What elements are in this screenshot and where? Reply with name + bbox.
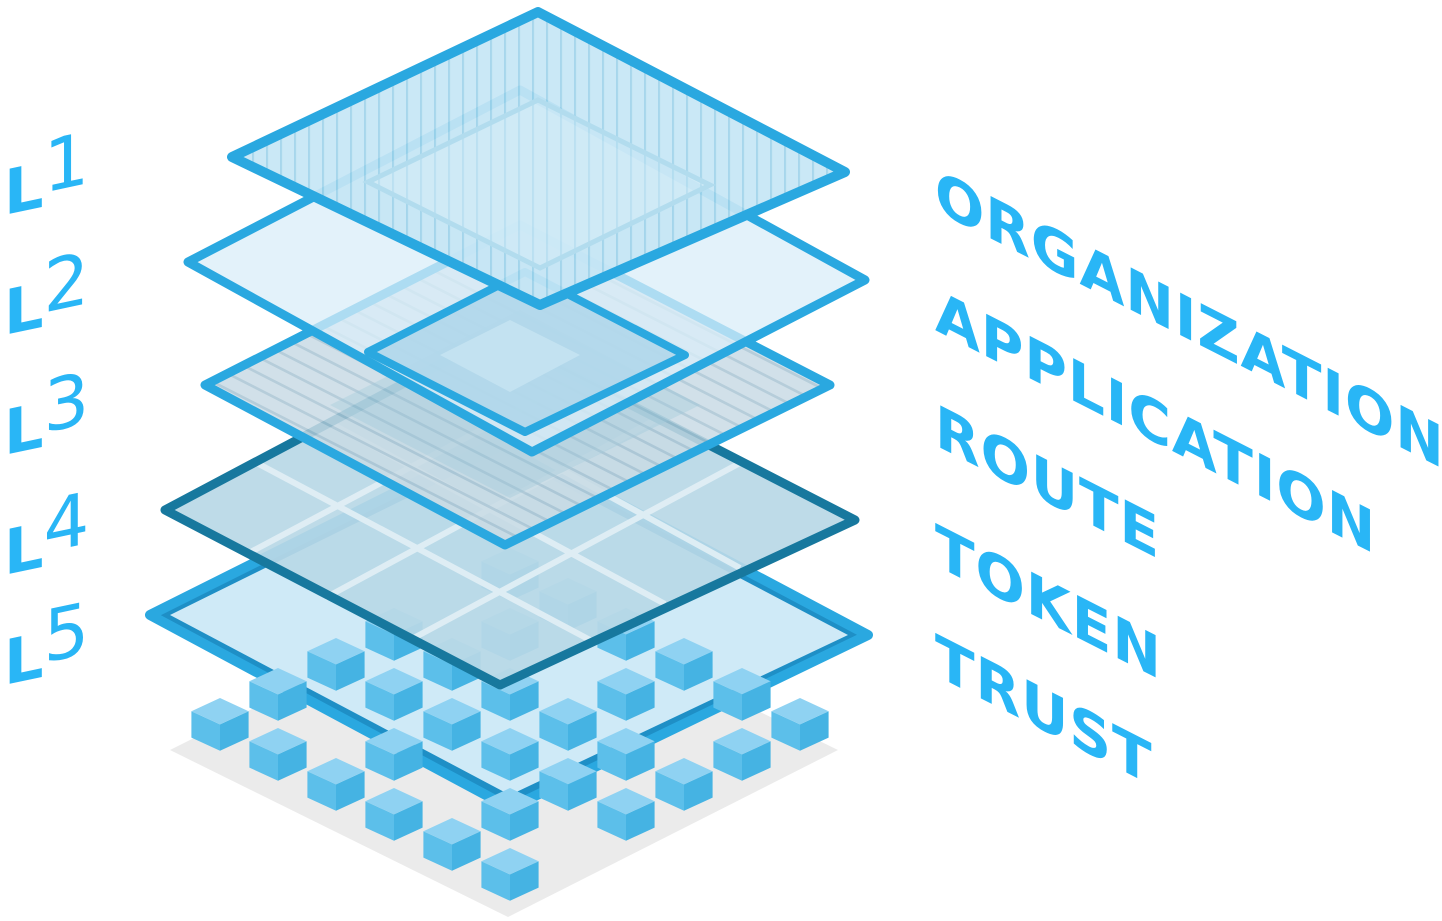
cube-block [771, 698, 829, 751]
level-code-4: L4 [4, 477, 89, 590]
cube-block [713, 728, 771, 781]
cube-block [307, 638, 365, 691]
cube-block [597, 788, 655, 841]
cube-block [597, 728, 655, 781]
cube-block [249, 668, 307, 721]
level-prefix: L [4, 389, 44, 470]
cube-block [481, 728, 539, 781]
cube-block [365, 668, 423, 721]
cube-block [481, 788, 539, 841]
cube-block [249, 728, 307, 781]
cube-block [655, 758, 713, 811]
level-number: 4 [44, 477, 90, 571]
level-code-2: L2 [4, 237, 89, 350]
level-prefix: L [4, 619, 44, 700]
cube-block [191, 698, 249, 751]
level-code-3: L3 [4, 357, 89, 470]
cube-block [365, 788, 423, 841]
level-number: 5 [44, 587, 90, 681]
cube-block [365, 728, 423, 781]
level-number: 1 [44, 117, 90, 211]
cube-block [481, 848, 539, 901]
cube-block [539, 698, 597, 751]
layer-2-inner-square [364, 268, 689, 436]
level-code-5: L5 [4, 587, 89, 700]
cube-block [597, 668, 655, 721]
cube-block [539, 758, 597, 811]
cube-block [423, 818, 481, 871]
cube-block [655, 638, 713, 691]
level-prefix: L [4, 509, 44, 590]
level-prefix: L [4, 269, 44, 350]
cube-block [423, 698, 481, 751]
level-prefix: L [4, 149, 44, 230]
cube-block [713, 668, 771, 721]
level-number: 2 [44, 237, 90, 331]
cube-block [307, 758, 365, 811]
level-code-1: L1 [4, 117, 89, 230]
level-number: 3 [44, 357, 90, 451]
layer-1-organization-plate [227, 7, 850, 310]
